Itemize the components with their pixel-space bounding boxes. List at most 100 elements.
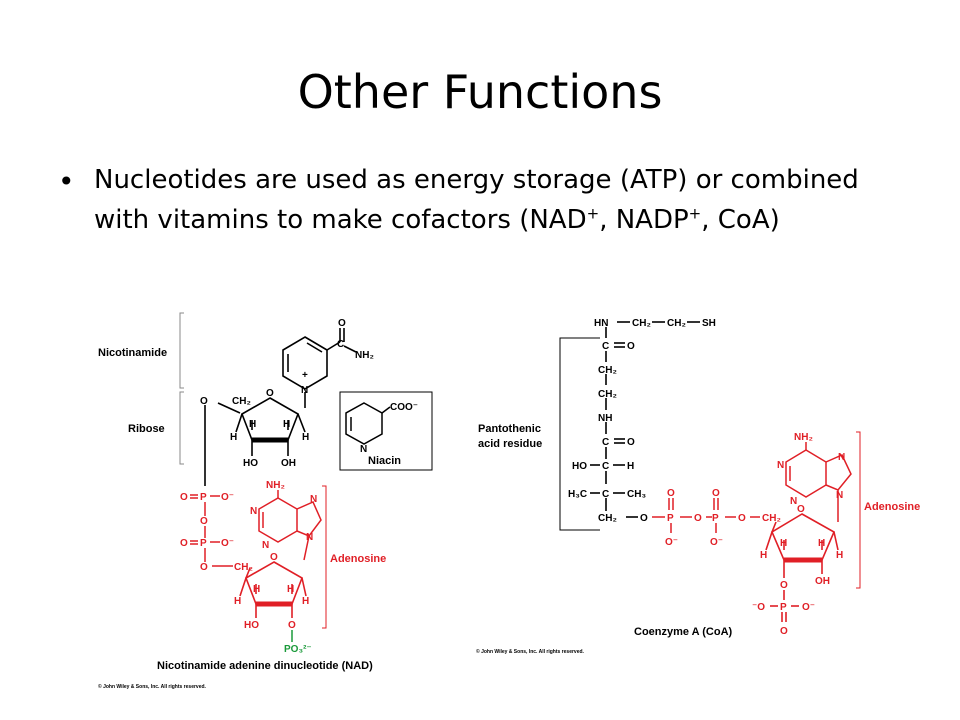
ribose-bot-ring-o: O [270, 552, 278, 563]
nad-structure: Nicotinamide Ribose O C NH₂ N + COO⁻ N N… [98, 312, 433, 690]
coa-ribose-o3: O [780, 580, 788, 591]
coa-h-a: H [627, 461, 634, 472]
bullet-text-part3: , CoA) [701, 205, 780, 235]
ribose-bot-h2: H [253, 584, 260, 595]
coa-adenine-nh2: NH₂ [794, 432, 813, 443]
coa-adenine-n7: N [838, 452, 845, 463]
pantothenic-label-1: Pantothenic [478, 423, 541, 435]
coa-adenine-n1: N [777, 460, 784, 471]
p1-o-left: O [180, 492, 188, 503]
nad-ribose-top [204, 397, 306, 486]
coa-o2: O [627, 437, 635, 448]
coa-ch2-e: CH₂ [598, 513, 617, 524]
nad-adenosine-bracket [322, 485, 327, 629]
coa-p1-o-minus: O⁻ [665, 537, 678, 548]
ribose-top-h1: H [230, 432, 237, 443]
nad-adenine-nh2: NH₂ [266, 480, 285, 491]
ribose-bot-h3: H [287, 584, 294, 595]
nad-adenine-n9: N [306, 532, 313, 543]
coa-h3c: H₃C [568, 489, 587, 500]
coa-ch2-d: CH₂ [598, 389, 617, 400]
nad-diphosphate [190, 494, 233, 567]
ribose-bot-o: O [288, 620, 296, 631]
bullet-text-part1: Nucleotides are used as energy storage (… [94, 165, 859, 235]
nicotinamide-bracket [179, 312, 184, 389]
ribose-bot-h1: H [234, 596, 241, 607]
ribose-bot-ho: HO [244, 620, 259, 631]
coa-chain [590, 321, 700, 518]
coa-p2-o-top: O [712, 488, 720, 499]
amide-nh2: NH₂ [355, 350, 374, 361]
coa-c3: C [602, 461, 609, 472]
coa-o1: O [627, 341, 635, 352]
coa-nh: NH [598, 413, 612, 424]
nadp-phosphate: PO₃²⁻ [284, 644, 312, 655]
p2-o-link: O [200, 562, 208, 573]
ribose-label: Ribose [128, 423, 165, 435]
niacin-n: N [360, 444, 367, 455]
p2-o-left: O [180, 538, 188, 549]
bullet-marker: • [58, 165, 75, 198]
amide-c: C [337, 339, 344, 350]
coa-caption: Coenzyme A (CoA) [634, 626, 733, 638]
ribose-top-h2: H [249, 419, 256, 430]
coa-c1: C [602, 341, 609, 352]
coa-ch2-b: CH₂ [667, 318, 686, 329]
coa-adenosine-label: Adenosine [864, 501, 920, 513]
coa-p3: P [780, 602, 787, 613]
ribose-top-oh: OH [281, 458, 296, 469]
coa-o-link: O [640, 513, 648, 524]
p1-o-minus: O⁻ [221, 492, 234, 503]
nad-ribose-bottom [239, 561, 307, 618]
coa-p2: P [712, 513, 719, 524]
coa-ribose-h3: H [818, 538, 825, 549]
p2-o-minus: O⁻ [221, 538, 234, 549]
pantothenic-bracket [559, 337, 600, 531]
nad-copyright: © John Wiley & Sons, Inc. All rights res… [98, 683, 207, 690]
bridge-o: O [200, 516, 208, 527]
niacin-box [339, 391, 433, 471]
niacin-coo: COO⁻ [390, 402, 418, 413]
coa-hn: HN [594, 318, 608, 329]
coa-ribose-h1: H [760, 550, 767, 561]
coa-ribose-h2: H [780, 538, 787, 549]
bullet-text: Nucleotides are used as energy storage (… [94, 160, 894, 240]
chemical-structures-diagram: Nicotinamide Ribose O C NH₂ N + COO⁻ N N… [98, 312, 920, 690]
page-title: Other Functions [297, 65, 663, 119]
coa-c2: C [602, 437, 609, 448]
bullet-sup1: + [586, 204, 600, 223]
bullet-text-part2: , NADP [599, 205, 689, 235]
coa-p3-o-bottom: O [780, 626, 788, 637]
ribose-bracket [179, 391, 184, 465]
pantothenic-label-2: acid residue [478, 438, 542, 450]
coa-ribose-oh: OH [815, 576, 830, 587]
coa-structure: HN CH₂ CH₂ SH C O CH₂ CH₂ NH C O HO C H … [476, 318, 920, 655]
adenosine-ch2: CH₂ [234, 562, 253, 573]
coa-bridge-o: O [694, 513, 702, 524]
p2-p: P [200, 538, 207, 549]
ribose-top-ring-o: O [266, 388, 274, 399]
coa-ch3: CH₃ [627, 489, 646, 500]
coa-c4: C [602, 489, 609, 500]
coa-ch2-c: CH₂ [598, 365, 617, 376]
coa-adenosine-bracket [856, 431, 861, 589]
coa-ribose-o: O [797, 504, 805, 515]
coa-sh: SH [702, 318, 716, 329]
coa-ho: HO [572, 461, 587, 472]
coa-p2-o-minus: O⁻ [710, 537, 723, 548]
ribose-top-o-link: O [200, 396, 208, 407]
bullet-sup2: + [688, 204, 702, 223]
coa-adenine-n9: N [836, 490, 843, 501]
nicotinamide-plus: + [302, 370, 308, 381]
niacin-label: Niacin [368, 455, 401, 467]
ribose-top-ch2: CH₂ [232, 396, 251, 407]
coa-adenine [785, 442, 852, 522]
coa-copyright: © John Wiley & Sons, Inc. All rights res… [476, 648, 585, 655]
nicotinamide-ring [282, 328, 357, 408]
nicotinamide-n: N [301, 385, 308, 396]
nicotinamide-label: Nicotinamide [98, 347, 167, 359]
coa-ch2-a: CH₂ [632, 318, 651, 329]
nad-adenosine-label: Adenosine [330, 553, 386, 565]
p1-p: P [200, 492, 207, 503]
coa-ribose-h4: H [836, 550, 843, 561]
